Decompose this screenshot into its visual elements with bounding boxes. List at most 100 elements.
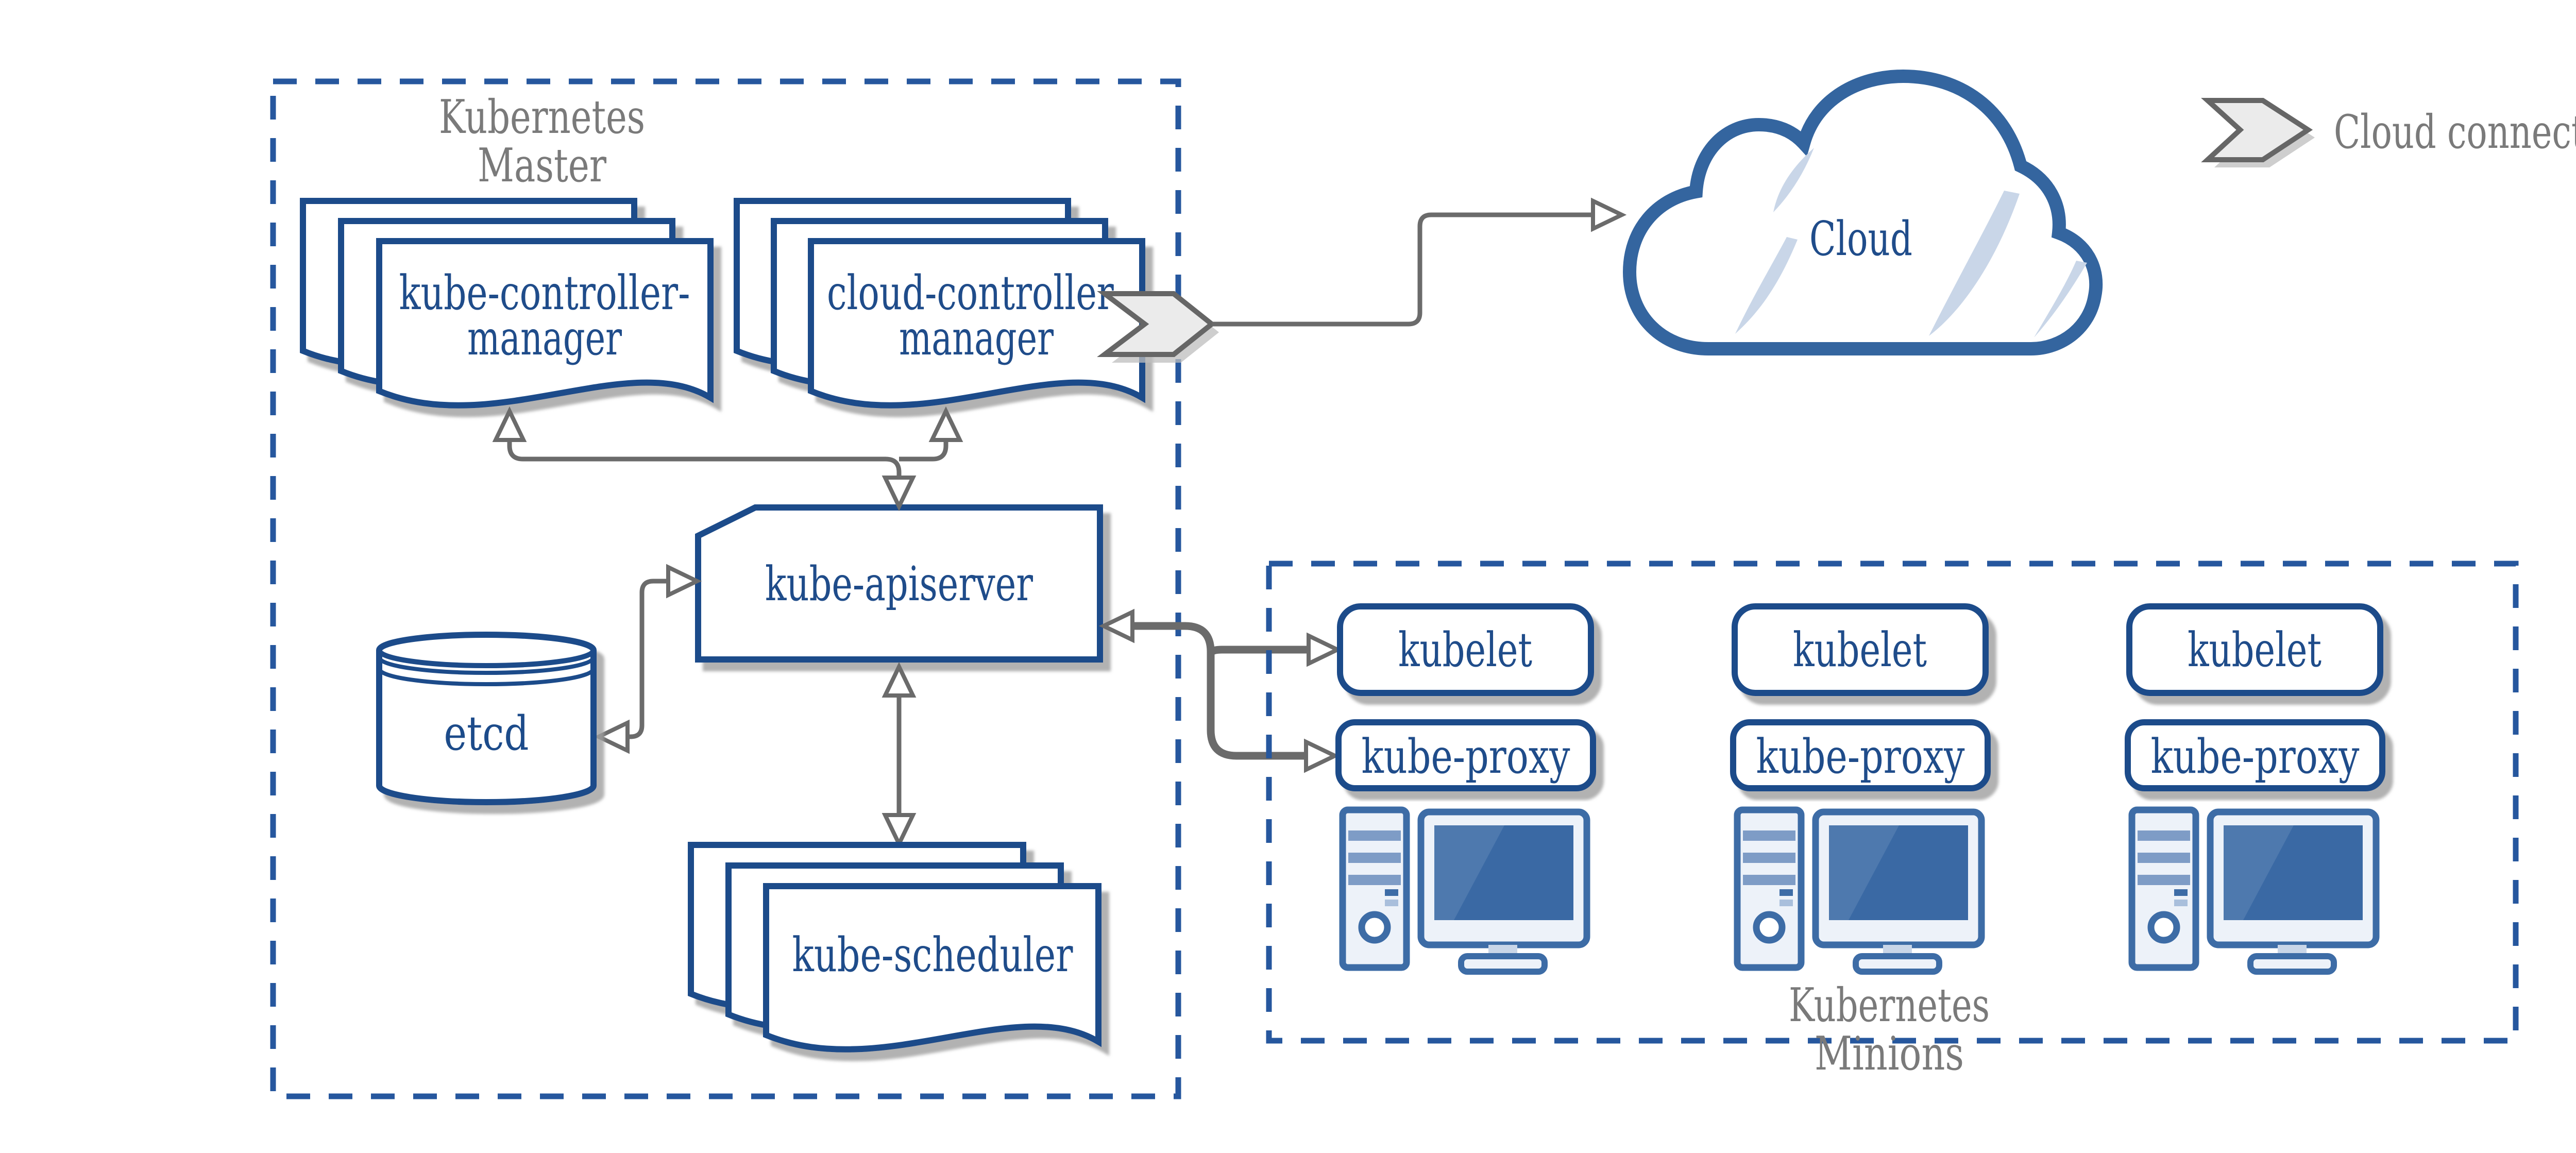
arrowhead-up-apiserver-bottom [882, 662, 917, 698]
kube-controller-manager-label-line2: manager [467, 311, 622, 366]
cloud-shape: Cloud [1622, 69, 2103, 355]
document-front [763, 883, 1101, 1053]
monitor-screen-shine [1829, 825, 1899, 920]
connector-apiserver-minions [1098, 608, 1343, 773]
kubelet-box [2126, 603, 2383, 696]
minion-node-2: kubelet kube-proxy [1730, 603, 1991, 975]
cloud-outline [1622, 69, 2103, 355]
tower-stripe [1348, 853, 1401, 863]
cylinder-body [376, 632, 597, 805]
connector-controllers-apiserver [492, 406, 963, 512]
monitor-base [2247, 953, 2337, 975]
trunk-line [1131, 622, 1307, 760]
minions-title-line2: Minions [1815, 1027, 1964, 1081]
etcd-database: etcd [376, 632, 597, 805]
kube-proxy-box [1335, 719, 1596, 791]
fork-left-line [507, 439, 902, 479]
master-title-line2: Master [478, 139, 607, 193]
tower-stripe [1348, 830, 1401, 841]
legend-cloud-connector: Cloud connector [2201, 98, 2576, 167]
tower-stripe [2138, 830, 2190, 841]
cloud-shine-1 [1773, 148, 1814, 212]
arrowhead-down-scheduler [882, 813, 917, 849]
kube-controller-manager-stack: kube-controller- manager [300, 198, 714, 409]
workstation-computer-icon [2128, 806, 2380, 975]
document-front [376, 238, 714, 409]
tower-button-light [1780, 900, 1793, 906]
tower-stripe [2138, 875, 2190, 885]
tower-stripe [1743, 853, 1795, 863]
kube-scheduler-label: kube-scheduler [792, 927, 1073, 982]
kube-proxy-label: kube-proxy [1362, 729, 1570, 784]
tower-stripe [2138, 853, 2190, 863]
tower-power-button [1358, 911, 1391, 944]
kubelet-box [1337, 603, 1594, 696]
tower-button-light [1385, 900, 1398, 906]
cloud-controller-manager-label-line2: manager [899, 311, 1054, 366]
arrowhead-right-apiserver-left [666, 564, 702, 599]
kubelet-branch-line [1207, 646, 1310, 655]
arrowhead-into-cloud [1591, 197, 1627, 232]
cloud-shine-4 [2034, 261, 2087, 337]
kubelet-box [1732, 603, 1989, 696]
minion-node-3: kubelet kube-proxy [2125, 603, 2385, 975]
kube-proxy-label: kube-proxy [1756, 729, 1965, 784]
connector-cloud-line [1212, 212, 1594, 327]
tower-button-dark [1385, 889, 1398, 896]
tower-power-button [1753, 911, 1786, 944]
connector-apiserver-scheduler [882, 662, 917, 849]
arrowhead-up-cloud-controller [928, 406, 963, 442]
connector-apiserver-etcd [594, 564, 702, 754]
kube-apiserver-label: kube-apiserver [765, 556, 1033, 612]
cylinder-ring-1 [377, 657, 596, 675]
apiserver-shape [695, 504, 1103, 663]
cloud-label: Cloud [1809, 211, 1912, 266]
legend-label: Cloud connector [2334, 105, 2576, 159]
kubelet-label: kubelet [2188, 622, 2321, 677]
arrowhead-left-etcd [594, 719, 630, 754]
arrowhead-left-apiserver-right [1098, 608, 1134, 643]
arrowhead-right-kubelet [1307, 632, 1343, 667]
tower-button-light [2174, 900, 2188, 906]
monitor-base [1458, 953, 1548, 975]
kube-proxy-label: kube-proxy [2151, 729, 2360, 784]
cloud-shine-3 [1929, 191, 2020, 336]
monitor-screen-shine [2224, 825, 2294, 920]
minions-group-border [1266, 561, 2519, 1044]
monitor-screen-shine [1434, 825, 1504, 920]
cloud-connector-chevron-icon [1097, 291, 1219, 363]
minions-title-line1: Kubernetes [1789, 978, 1990, 1032]
kube-controller-manager-label-line1: kube-controller- [399, 265, 690, 320]
tower-stripe [1743, 830, 1795, 841]
kube-proxy-box [2125, 719, 2385, 791]
arrowhead-right-kube-proxy [1304, 738, 1340, 773]
cloud-shine-2 [1735, 237, 1798, 334]
cloud-controller-manager-stack: cloud-controller- manager [734, 198, 1145, 409]
cylinder-top-ellipse [377, 650, 596, 668]
tower-power-button [2147, 911, 2180, 944]
minion-node-1: kubelet kube-proxy [1335, 603, 1596, 975]
kubelet-label: kubelet [1398, 622, 1532, 677]
kube-apiserver-box: kube-apiserver [695, 504, 1103, 663]
document-front [808, 238, 1145, 409]
tower-button-dark [1780, 889, 1793, 896]
workstation-computer-icon [1734, 806, 1985, 975]
tower-button-dark [2174, 889, 2188, 896]
tower-stripe [1348, 875, 1401, 885]
kube-proxy-box [1730, 719, 1991, 791]
cloud-controller-manager-label-line1: cloud-controller- [827, 265, 1126, 320]
tower-stripe [1743, 875, 1795, 885]
cloud-connector-chevron-icon [2201, 98, 2313, 162]
arrowhead-down-apiserver [882, 476, 917, 512]
kubelet-label: kubelet [1793, 622, 1927, 677]
fork-right-line [899, 439, 948, 462]
master-title-line1: Kubernetes [439, 90, 645, 144]
kube-scheduler-stack: kube-scheduler [688, 842, 1101, 1053]
chevron-shape [1097, 291, 1216, 357]
monitor-base [1853, 953, 1942, 975]
workstation-computer-icon [1339, 806, 1590, 975]
etcd-label: etcd [444, 706, 529, 761]
master-group-border [270, 78, 1181, 1099]
arrowhead-up-kube-controller [492, 406, 527, 442]
